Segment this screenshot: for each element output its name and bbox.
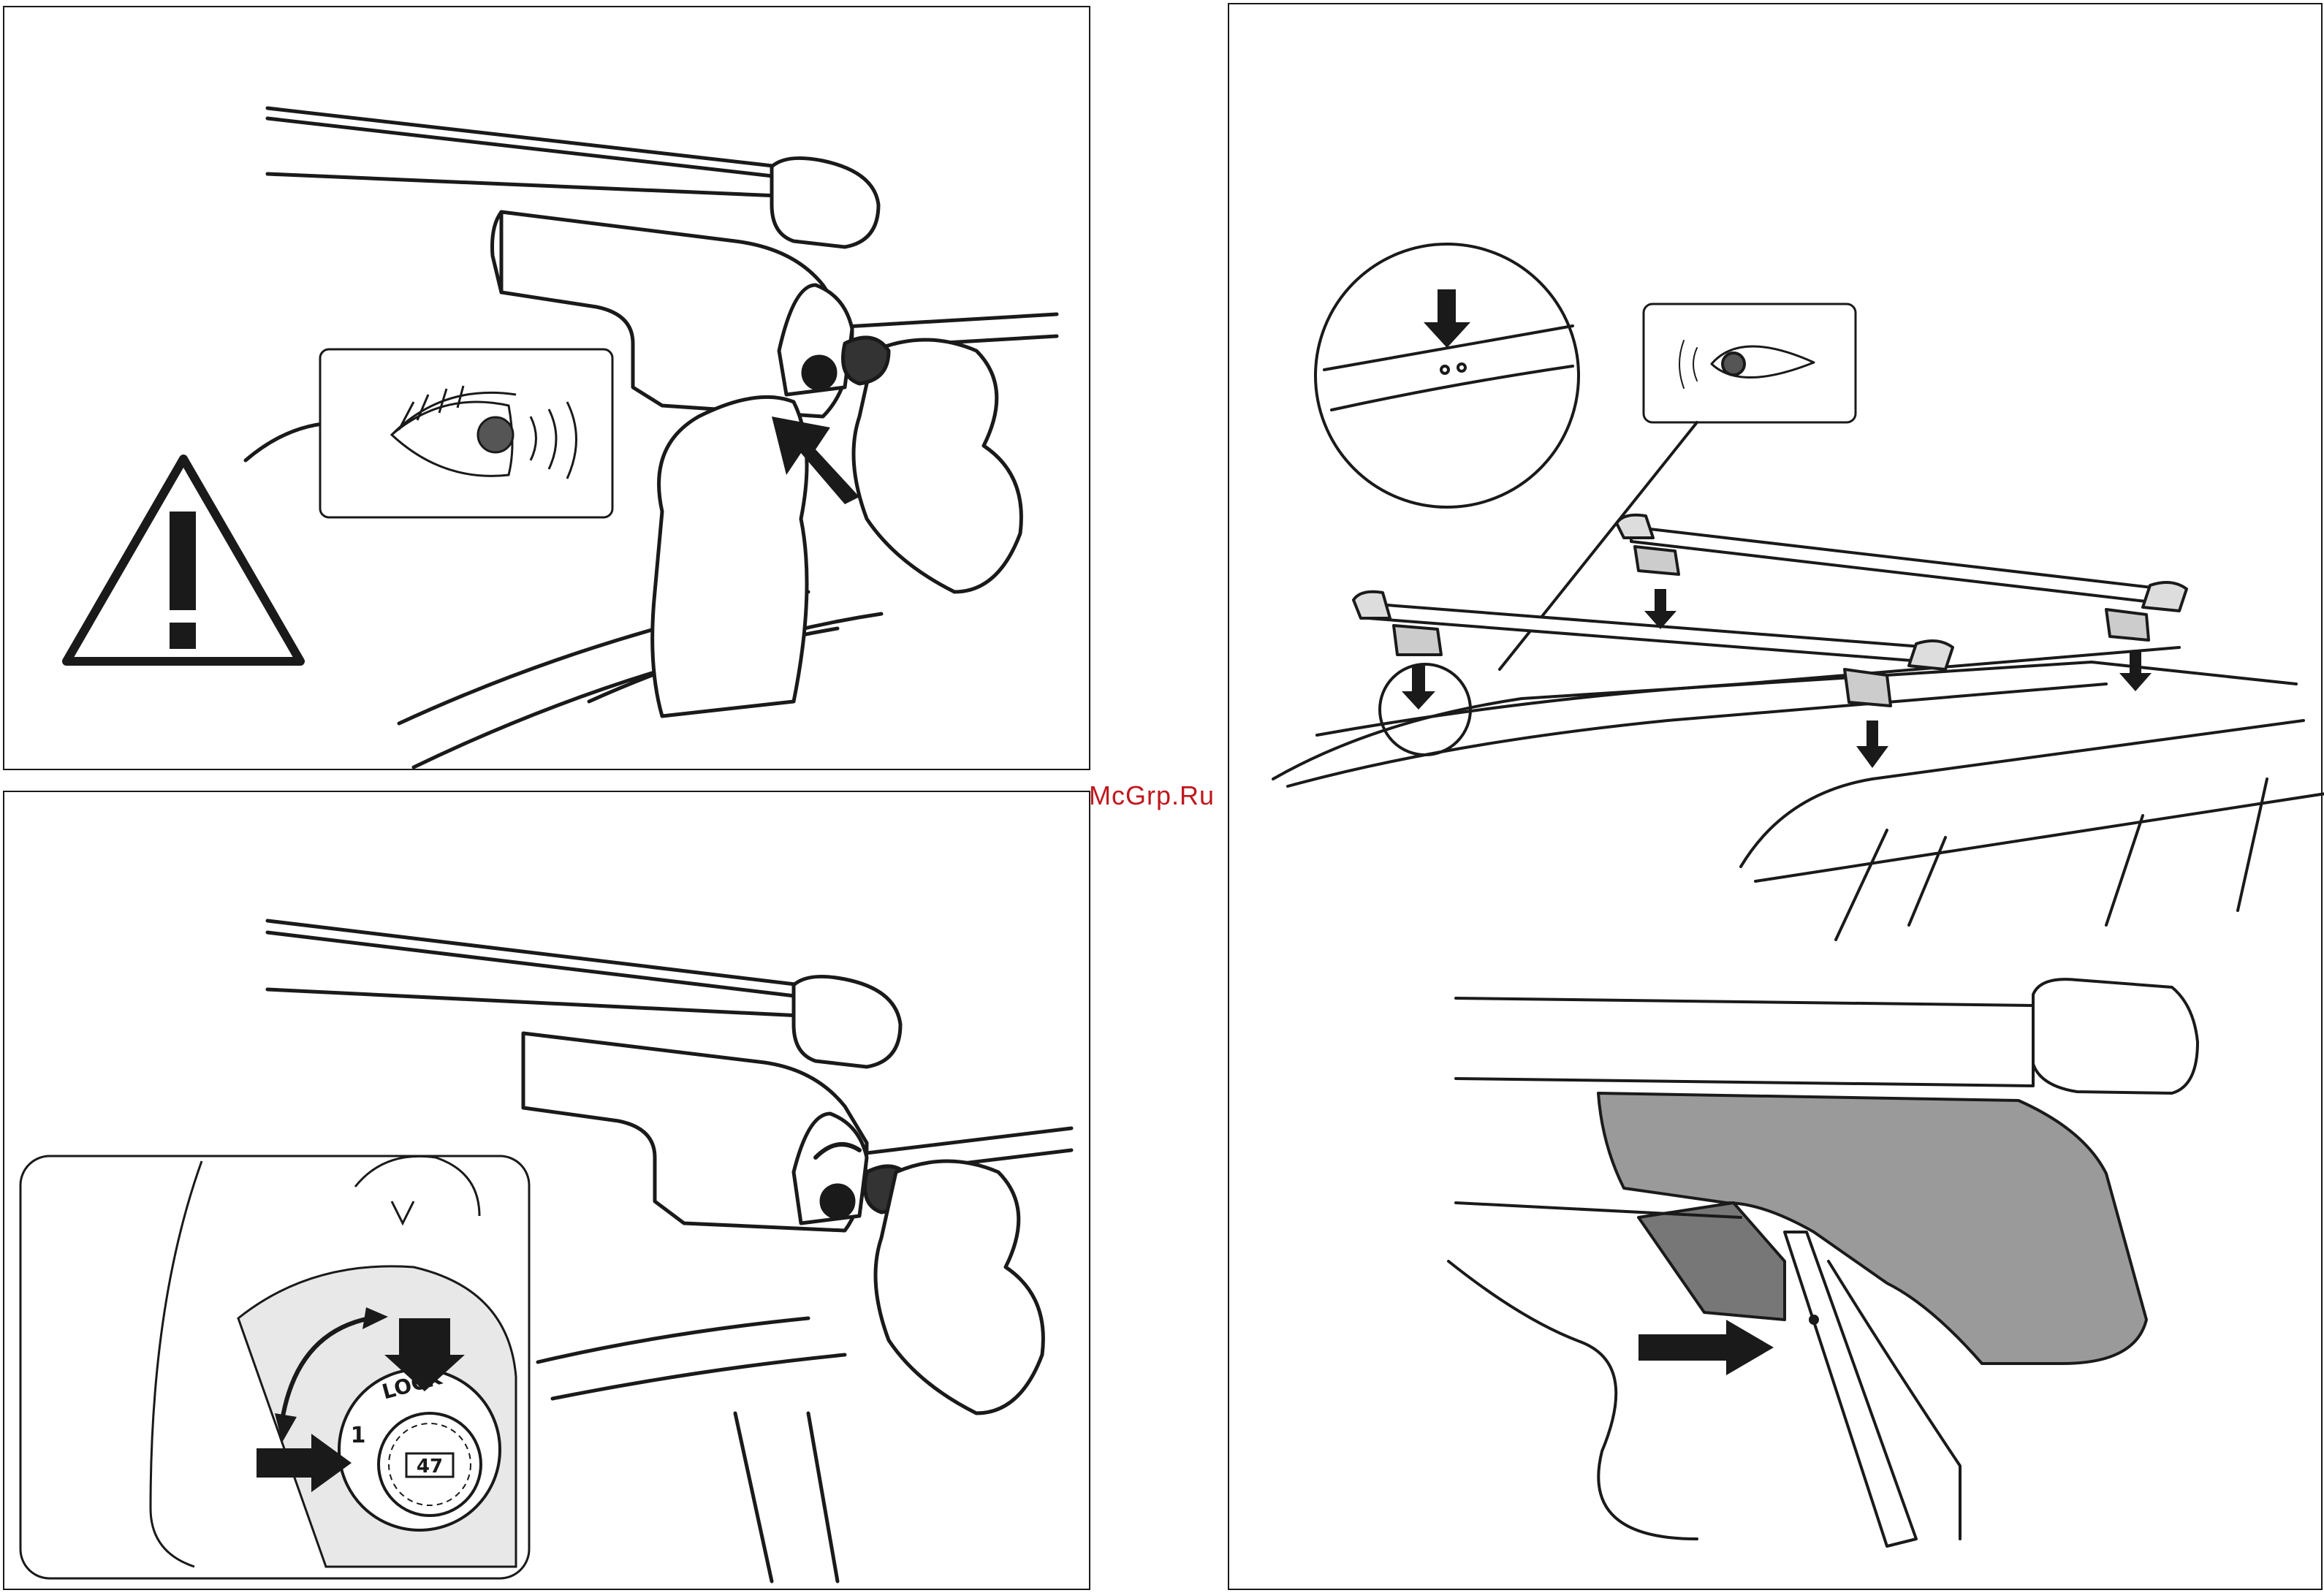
roof-bar-rear [1631,527,2165,604]
eye-callout [1644,304,1856,422]
foot-closeup [1448,979,2198,1546]
roof-bar [267,921,801,1016]
bar-end-cap [2033,979,2198,1093]
arrow-icon [1402,666,1435,710]
foot [1845,669,1891,706]
panel-place-bars [1228,3,2323,1590]
zoom-circle [1315,244,1579,507]
roof-rail [1317,647,2179,735]
open-symbol: 1 [351,1423,366,1448]
warning-icon [67,459,300,661]
foot [1635,547,1679,574]
panel-lock-dial-drawing: 47 LOCK 1 [4,792,1092,1592]
arrow-icon [2119,651,2152,691]
arrow-icon [1644,589,1676,629]
panel-insert-key-drawing [4,7,1092,772]
panel-place-bars-drawing [1229,4,2324,1592]
bar-end-cap [794,976,900,1067]
foot [2106,609,2149,640]
lock-number: 47 [417,1456,443,1478]
lock-detail-inset: 47 LOCK 1 [20,1156,529,1578]
roof-bar [267,108,779,196]
foot [1394,626,1441,655]
arrow-icon [1856,721,1888,768]
panel-insert-key [3,6,1090,770]
watermark: McGrp.Ru [1089,780,1215,811]
eye-callout [320,349,612,517]
panel-lock-dial: 47 LOCK 1 [3,791,1090,1590]
hand-right [876,1161,1043,1413]
bar-end-cap [772,158,878,247]
arrow-icon [1638,1320,1774,1375]
